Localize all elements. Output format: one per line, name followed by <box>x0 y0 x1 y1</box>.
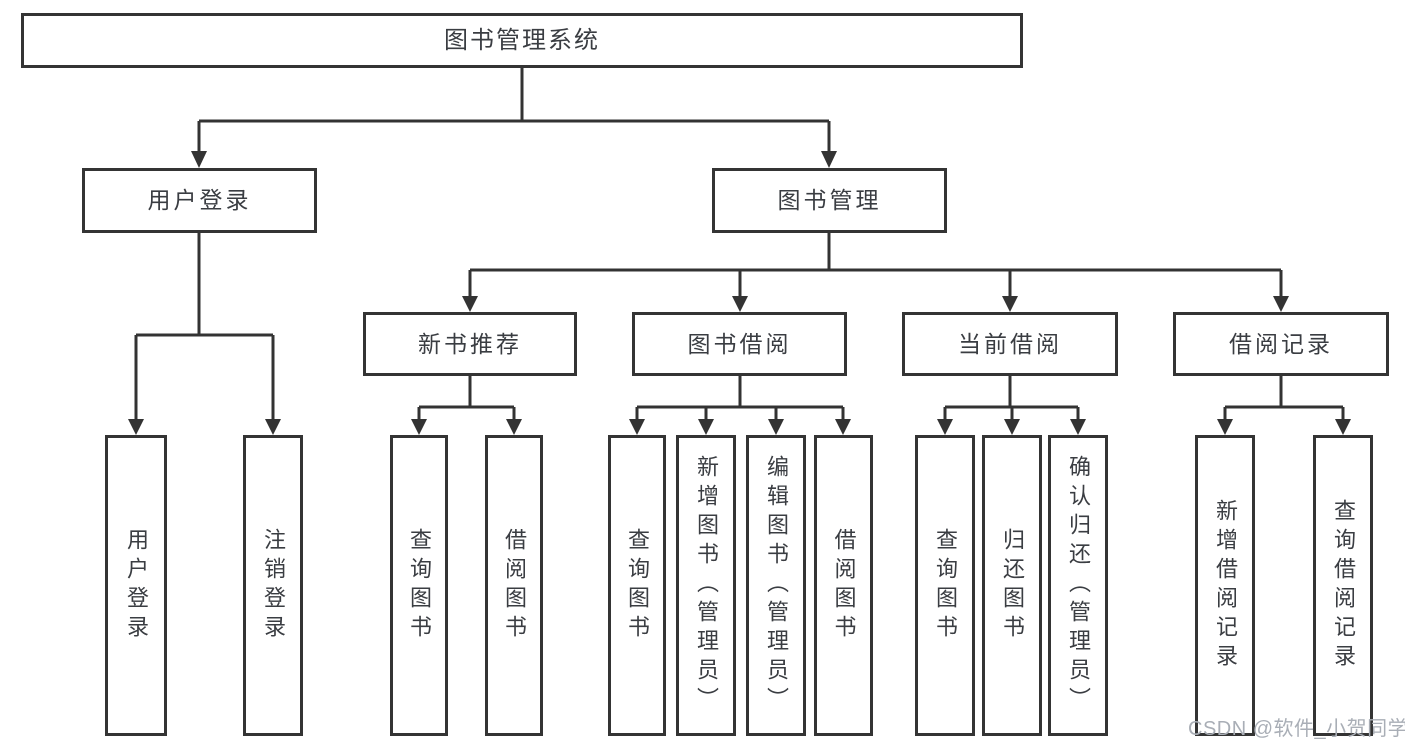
leaf-query-book-3: 查询图书 <box>915 435 975 736</box>
connector-book-mgmt-split <box>468 233 1283 297</box>
leaf-query-borrow-record-label: 查询借阅记录 <box>1331 498 1356 673</box>
leaf-borrow-book-2-label: 借阅图书 <box>831 527 857 644</box>
leaf-user-login-label: 用户登录 <box>124 527 149 644</box>
leaf-user-login: 用户登录 <box>105 435 167 736</box>
node-new-book-rec-label: 新书推荐 <box>418 330 522 357</box>
leaf-query-book-1: 查询图书 <box>390 435 448 736</box>
leaf-query-borrow-record: 查询借阅记录 <box>1313 435 1373 736</box>
leaf-borrow-book-1-label: 借阅图书 <box>502 527 527 644</box>
node-root: 图书管理系统 <box>21 13 1023 68</box>
connector-current-borrow-split <box>943 376 1080 421</box>
node-borrow-record: 借阅记录 <box>1173 312 1389 376</box>
node-current-borrow-label: 当前借阅 <box>958 330 1062 357</box>
node-borrow-record-label: 借阅记录 <box>1229 330 1333 357</box>
node-book-borrow-label: 图书借阅 <box>687 330 792 357</box>
connector-borrow-record-split <box>1223 376 1345 421</box>
leaf-add-book-admin-label: 新增图书（管理员） <box>694 455 719 716</box>
csdn-watermark: CSDN @软件_小贺同学 <box>1188 718 1405 740</box>
leaf-add-borrow-record: 新增借阅记录 <box>1195 435 1255 736</box>
node-book-mgmt: 图书管理 <box>712 168 947 233</box>
leaf-edit-book-admin-label: 编辑图书（管理员） <box>764 455 789 716</box>
node-book-mgmt-label: 图书管理 <box>777 187 882 213</box>
arrowheads-leaves <box>128 419 1351 435</box>
leaf-logout: 注销登录 <box>243 435 303 736</box>
leaf-borrow-book-1: 借阅图书 <box>485 435 543 736</box>
connector-user-login-split <box>134 233 275 421</box>
node-book-borrow: 图书借阅 <box>632 312 847 376</box>
leaf-return-book-label: 归还图书 <box>1000 527 1025 644</box>
leaf-query-book-1-label: 查询图书 <box>407 527 432 644</box>
connector-new-book-split <box>417 376 516 421</box>
leaf-logout-label: 注销登录 <box>261 527 286 644</box>
leaf-return-book: 归还图书 <box>982 435 1042 736</box>
leaf-confirm-return-admin-label: 确认归还（管理员） <box>1066 455 1091 716</box>
node-current-borrow: 当前借阅 <box>902 312 1118 376</box>
node-new-book-rec: 新书推荐 <box>363 312 577 376</box>
leaf-query-book-2-label: 查询图书 <box>625 527 650 644</box>
node-user-login: 用户登录 <box>82 168 317 233</box>
connector-book-borrow-split <box>635 376 845 421</box>
node-user-login-label: 用户登录 <box>147 187 252 213</box>
leaf-query-book-3-label: 查询图书 <box>933 527 958 644</box>
leaf-borrow-book-2: 借阅图书 <box>814 435 873 736</box>
arrowheads-level2 <box>191 151 837 168</box>
arrowheads-level3 <box>462 296 1289 312</box>
leaf-add-borrow-record-label: 新增借阅记录 <box>1213 498 1238 673</box>
leaf-confirm-return-admin: 确认归还（管理员） <box>1048 435 1108 736</box>
leaf-add-book-admin: 新增图书（管理员） <box>676 435 736 736</box>
leaf-edit-book-admin: 编辑图书（管理员） <box>746 435 806 736</box>
node-root-label: 图书管理系统 <box>444 26 600 54</box>
leaf-query-book-2: 查询图书 <box>608 435 666 736</box>
connector-root-split <box>197 68 831 153</box>
